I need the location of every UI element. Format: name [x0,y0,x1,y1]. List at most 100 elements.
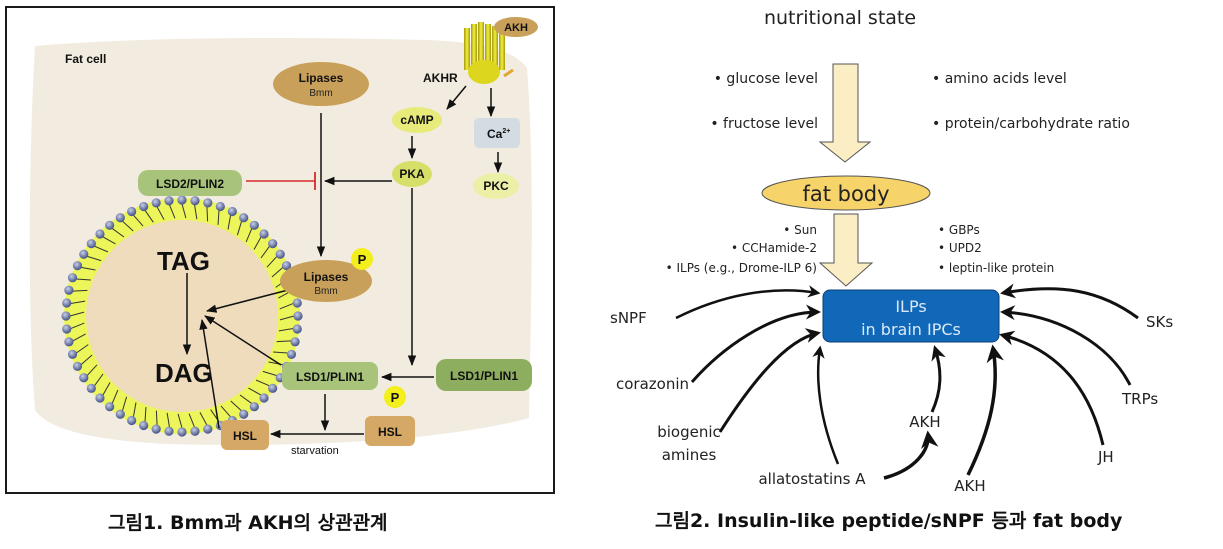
lipid-tail [279,302,294,310]
lipid-tail [245,228,253,243]
lipid-head [127,206,137,217]
output-left-3: • ILPs (e.g., Drome-ILP 6) [666,261,817,275]
lipid-head [79,249,89,259]
lipid-tail [69,311,85,317]
akh-mid-label: AKH [909,413,940,431]
nutritional-state-title: nutritional state [764,7,916,29]
lipid-head [190,196,200,206]
input-left-1: • glucose level [714,71,818,87]
fatbody-to-ipc-arrow [818,213,874,287]
lipases-bottom-sub: Bmm [314,286,337,297]
lipid-head [286,349,297,359]
lipid-tail [230,400,242,412]
lsd1-plin1-left-node [282,362,378,390]
hsl-left-label: HSL [233,429,257,443]
lipid-head [67,273,78,283]
lipid-head [62,298,72,308]
pkc-node [473,173,519,199]
lipid-tail [253,236,262,250]
lipid-tail [80,354,93,365]
input-right-1: • amino acids level [932,71,1067,87]
figure-1-panel: Fat cell TAG DAG AKH AKHR [5,6,555,494]
biogenic-label-2: amines [662,446,717,464]
lipid-head [86,239,96,249]
input-right-2: • protein/carbohydrate ratio [932,116,1130,132]
tag-label: TAG [157,246,210,276]
allatostatins-label: allatostatins A [758,470,866,488]
phospho-label-lsd1: P [391,390,400,405]
akhr-to-camp-arrow [446,85,467,110]
snpf-arrow [675,285,821,320]
lipases-top-node [273,62,369,106]
biogenic-label-1: biogenic [657,423,721,441]
lsd1-plin1-left-label: LSD1/PLIN1 [296,370,364,384]
hsl-left-node [221,420,269,450]
lipid-head [290,337,300,347]
lipases-top-sub: Bmm [309,88,332,99]
lipid-tail [266,256,278,268]
lipid-head [151,198,161,208]
lipid-tail [70,322,85,330]
lipid-head [239,213,249,223]
lipid-head [259,229,269,239]
lipid-tail [111,389,119,404]
snpf-label: sNPF [610,309,647,327]
akh-node [494,17,538,37]
lipid-tail [132,402,137,417]
lipid-tail [87,255,102,262]
lipases-bottom-label: Lipases [304,270,349,284]
lipid-tail [144,209,154,223]
sks-label: SKs [1146,313,1173,331]
lipid-head [95,393,105,403]
lipid-head [79,373,89,383]
lipid-tail [155,410,158,426]
corazonin-arrow [690,304,821,383]
lipid-tail [81,266,96,271]
lipid-tail [271,267,284,278]
lipid-tail [262,370,277,377]
figure-1-caption: 그림1. Bmm과 AKH의 상관관계 [108,512,388,534]
trps-arrow [1000,305,1132,386]
lipid-head [95,229,105,239]
lipid-tail [86,364,98,376]
input-left-2: • fructose level [710,116,818,132]
akh-bottom-arrow [966,344,1004,476]
akh-mid-arrow [930,345,946,413]
phospholipid-tails [69,203,295,429]
lipid-head [115,213,125,223]
lipid-droplet [61,195,303,437]
akh-label: AKH [504,22,528,34]
corazonin-label: corazonin [616,375,689,393]
calcium-charge: 2+ [502,128,510,135]
akh-receptor-icon [464,22,514,84]
lipid-tail [72,333,86,342]
jh-arrow [999,330,1105,446]
lipid-head [151,424,161,434]
phospholipid-heads [61,195,303,437]
lipid-tail [260,245,270,259]
starvation-label: starvation [291,445,339,457]
lipid-tail [166,412,170,428]
output-right-3: • leptin-like protein [938,261,1054,275]
lipid-tail [188,413,196,428]
output-right-1: • GBPs [938,223,980,237]
lipid-tail [102,382,111,396]
lipid-head [177,427,187,437]
lsd2-plin2-label: LSD2/PLIN2 [156,177,224,191]
lipid-head [64,285,74,295]
akhr-label: AKHR [423,71,458,85]
lipid-head [275,249,285,259]
lipid-tail [255,379,270,387]
lipid-tail [122,220,134,232]
lipid-tail [199,412,208,426]
lipases-top-label: Lipases [299,71,344,85]
lsd2-plin2-node [138,170,242,196]
lipid-head [115,409,125,419]
lipid-tail [75,344,89,354]
lipid-tail [217,210,220,225]
camp-label: cAMP [400,113,433,127]
lsd1-to-tag-arrow [204,315,282,366]
allatostatins-to-akh-arrow [883,430,939,480]
lipid-head [72,361,83,371]
lipid-tail [94,373,104,387]
